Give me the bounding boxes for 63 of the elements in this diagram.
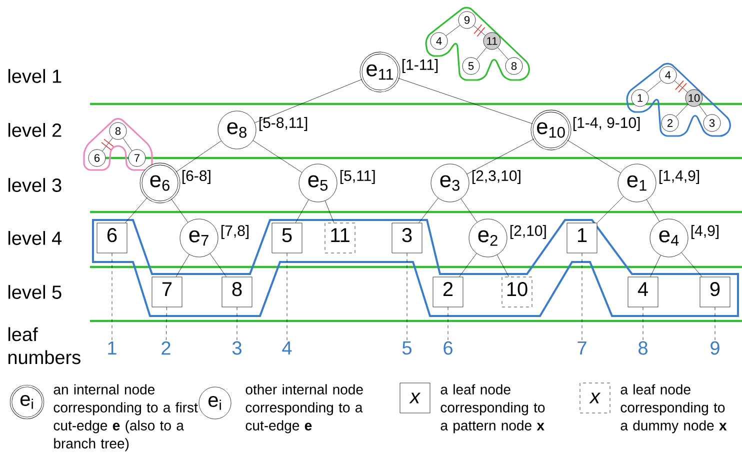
range-label: [1,4,9] [659,170,700,184]
leaf-number: 7 [578,341,586,355]
dummy-leaf-box: 11 [324,222,356,254]
internal-node: e$_{6}$ [140,162,180,204]
tree-node: 8 [505,57,523,75]
level-label: level 2 [8,123,62,137]
internal-node: e$_{2}$ [468,218,508,258]
range-label: [5,11] [340,170,375,184]
tree-node: 9 [458,11,476,29]
tree-node: 2 [661,114,679,132]
dummy-leaf-box: 10 [502,276,532,308]
legend-text: an internal node corresponding to a first cut-edge e (also to a branch tree) [54,384,198,452]
leaf-number: 1 [108,341,116,355]
legend-text: other internal node corresponding to a cut-edge e [246,384,363,434]
internal-node: e$_{1}$ [618,164,656,202]
internal-node: e$_{11}$ [360,52,400,92]
leaf-number: 2 [162,341,170,355]
internal-node: e$_{5}$ [298,164,338,202]
leaf-number: 3 [232,341,242,355]
leaf-box: 4 [628,276,658,308]
range-label: [1-11] [402,59,438,73]
level-label: level 3 [8,178,62,192]
range-label: [6-8] [182,170,210,184]
leaf-box: 5 [272,222,302,254]
range-label: [2,3,10] [472,170,520,184]
leaf-number: 5 [402,341,412,355]
level-label: level 5 [8,285,62,299]
tree-node: 11 [483,32,501,50]
tree-node: 4 [430,32,448,50]
leaf-box: 1 [566,222,598,254]
tree-node: 7 [128,149,146,167]
leaf-number: 8 [638,341,648,355]
tree-node: 6 [88,149,106,167]
leaf-number: 4 [282,341,292,355]
range-label: [7,8] [221,225,249,239]
tree-node: 1 [631,89,649,107]
leaf-number: 6 [444,341,452,355]
leaf-number: 9 [710,341,720,355]
leaf-box: 9 [700,276,730,308]
leaf-box: 6 [96,222,128,254]
range-label: [4,9] [691,225,718,239]
tree-node: 5 [462,57,480,75]
range-label: [2,10] [510,225,546,239]
leaf-box: 3 [392,222,422,254]
axis-label: leaf numbers [8,327,80,364]
level-label: level 1 [8,69,62,83]
legend-text: a leaf node corresponding to a pattern node x [440,384,545,434]
legend-text: a leaf node corresponding to a dummy node x [620,384,727,434]
tree-node: 8 [109,122,127,140]
range-label: [5-8,11] [259,117,308,131]
tree-node: 4 [659,66,677,84]
level-label: level 4 [8,231,62,245]
leaf-box: 2 [432,276,464,308]
leaf-box: 8 [222,276,252,308]
range-label: [1-4, 9-10] [573,117,640,131]
internal-node: e$_{8}$ [218,110,256,150]
tree-node: 3 [703,114,721,132]
internal-node: e$_{10}$ [530,110,572,150]
internal-node: e$_{3}$ [430,164,470,202]
leaf-box: 7 [152,276,182,308]
tree-node: 10 [685,89,703,107]
internal-node: e$_{4}$ [650,218,688,258]
internal-node: e$_{7}$ [180,218,218,258]
